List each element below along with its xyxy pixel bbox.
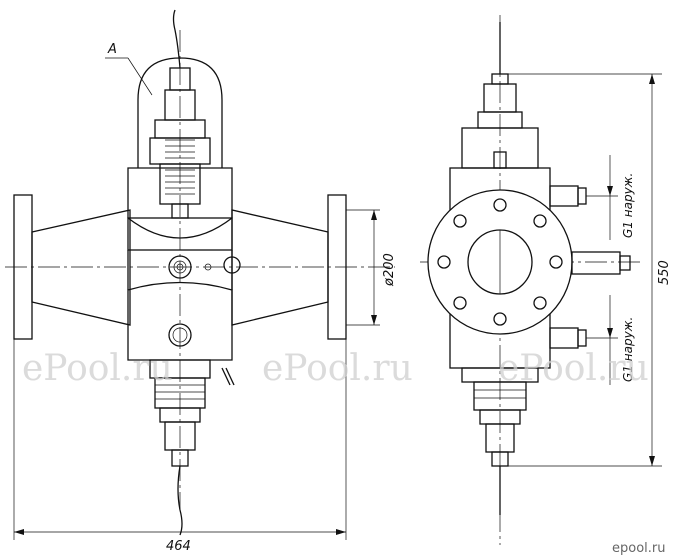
watermark-middle: ePool.ru xyxy=(262,348,413,389)
side-view: G1 наруж. G1 наруж. 550 xyxy=(420,15,672,545)
lower-body xyxy=(127,281,233,361)
width-dimension: 464 xyxy=(166,539,191,554)
thread-label-lower: G1 наруж. xyxy=(621,317,635,382)
center-port xyxy=(168,255,192,279)
lower-port xyxy=(168,323,192,347)
lower-nozzle xyxy=(549,327,579,349)
bottom-cable xyxy=(177,465,183,536)
upper-nozzle xyxy=(549,185,579,207)
protective-cap xyxy=(137,57,223,168)
left-cone xyxy=(31,209,131,326)
side-sensor xyxy=(571,251,621,275)
watermark-corner: epool.ru xyxy=(612,541,666,556)
watermark-left: ePool.ru xyxy=(22,348,173,389)
bolt-holes xyxy=(437,198,563,326)
callout-a-label: A xyxy=(107,42,117,57)
watermark-right: ePool.ru xyxy=(498,348,649,389)
front-view: A 464 ø200 xyxy=(5,9,397,554)
height-dimension: 550 xyxy=(657,260,672,285)
top-cable xyxy=(172,9,181,69)
thread-label-upper: G1 наруж. xyxy=(621,173,635,238)
diameter-dimension: ø200 xyxy=(382,253,397,287)
side-gauge xyxy=(223,256,241,274)
right-cone xyxy=(231,209,329,326)
